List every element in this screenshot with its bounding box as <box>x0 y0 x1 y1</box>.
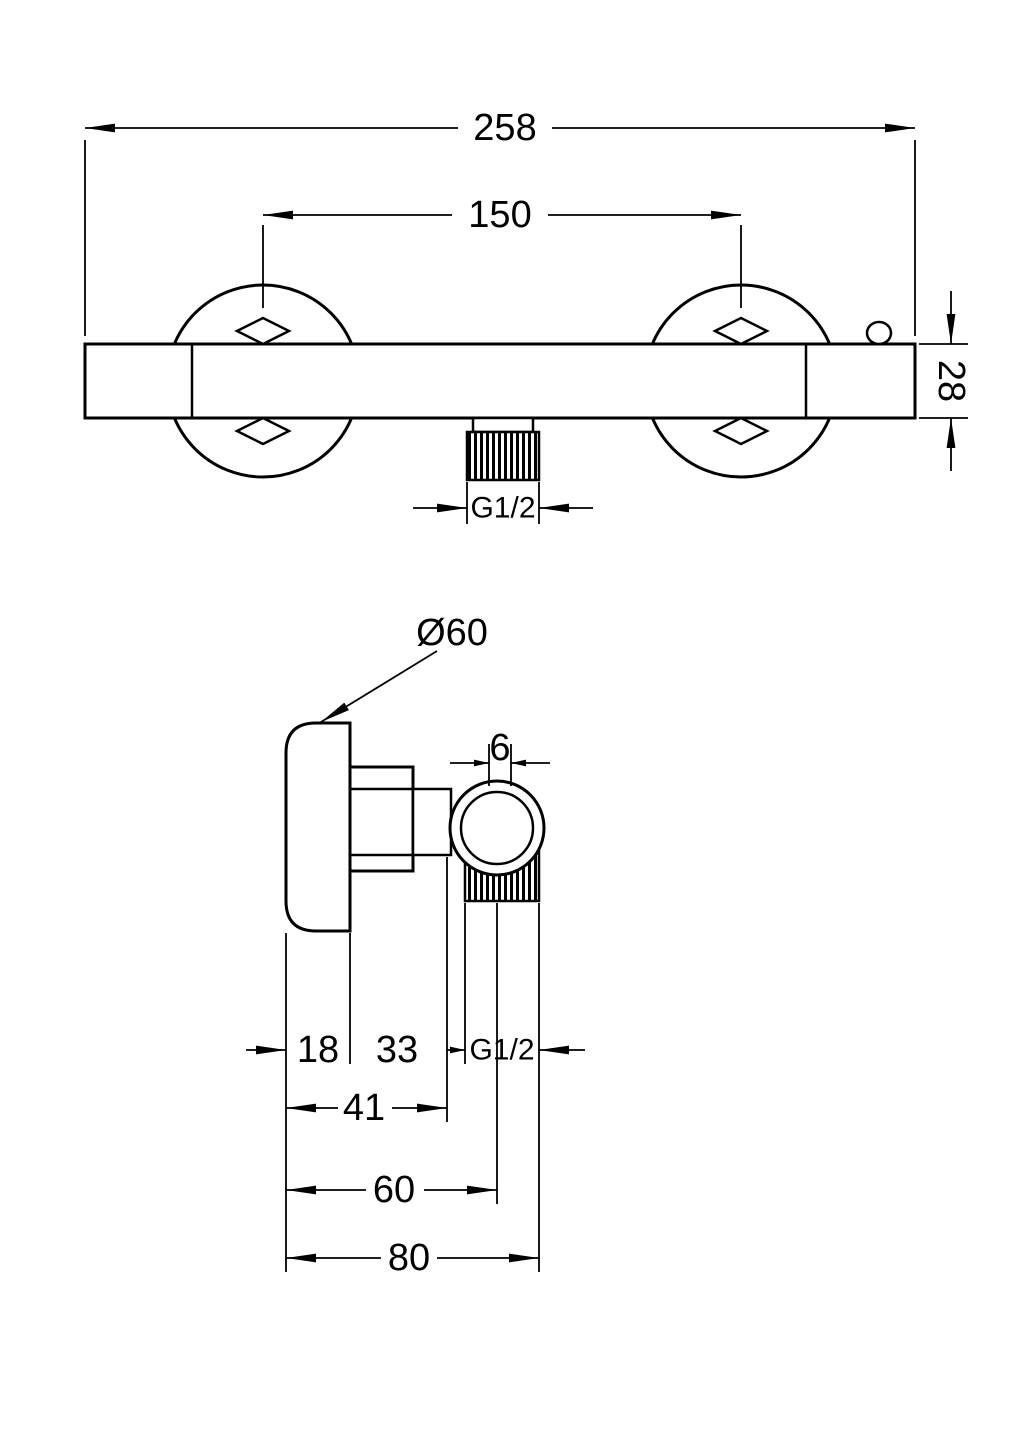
left-mount-mark-bottom <box>234 416 292 446</box>
dim-g12-side-label: G1/2 <box>469 1034 534 1067</box>
dim-258-label: 258 <box>473 107 536 149</box>
dim-80-label: 80 <box>388 1237 430 1279</box>
dim-g12-front-label: G1/2 <box>470 492 535 525</box>
front-view-dimensions: 258 150 28 G1/2 <box>84 107 972 525</box>
body-step <box>411 787 453 857</box>
side-view-dimensions: Ø60 6 18 33 G1/2 41 <box>246 612 585 1279</box>
dim-chain-row: 18 33 G1/2 <box>246 1029 585 1071</box>
outlet-neck <box>471 416 535 434</box>
dim-150-label: 150 <box>468 194 531 236</box>
dim-18-label: 18 <box>297 1029 339 1071</box>
dim-d60-label: Ø60 <box>416 612 488 654</box>
left-mount-mark-top <box>234 316 292 346</box>
dim-total-length-258: 258 <box>84 107 916 336</box>
escutcheon-profile <box>284 721 352 933</box>
dim-escutcheon-diameter: Ø60 <box>320 612 488 723</box>
dim-depth-41: 41 <box>286 1087 447 1129</box>
dim-60-label: 60 <box>373 1169 415 1211</box>
outlet-nut-outer <box>448 779 546 877</box>
right-mount-mark-top <box>712 316 770 346</box>
outlet-thread <box>465 430 541 482</box>
dim-41-label: 41 <box>343 1087 385 1129</box>
dim-33-label: 33 <box>376 1029 418 1071</box>
dim-mount-centers-150: 150 <box>262 194 742 308</box>
side-view <box>284 721 546 933</box>
outlet-nut-inner <box>459 790 535 866</box>
dim-outlet-thread-front: G1/2 <box>413 482 593 525</box>
dim-depth-60: 60 <box>286 1169 497 1211</box>
right-mount-mark-bottom <box>712 416 770 446</box>
mixer-bar-body <box>83 342 917 420</box>
leader-line <box>320 650 438 723</box>
dim-top-detail-6: 6 <box>450 727 550 769</box>
dim-28-label: 28 <box>930 360 972 402</box>
dim-6-label: 6 <box>489 727 510 769</box>
dim-bar-diameter-28: 28 <box>919 291 972 471</box>
diverter-button <box>865 320 893 346</box>
dim-total-depth-80: 80 <box>286 1237 539 1279</box>
front-view <box>83 283 917 482</box>
